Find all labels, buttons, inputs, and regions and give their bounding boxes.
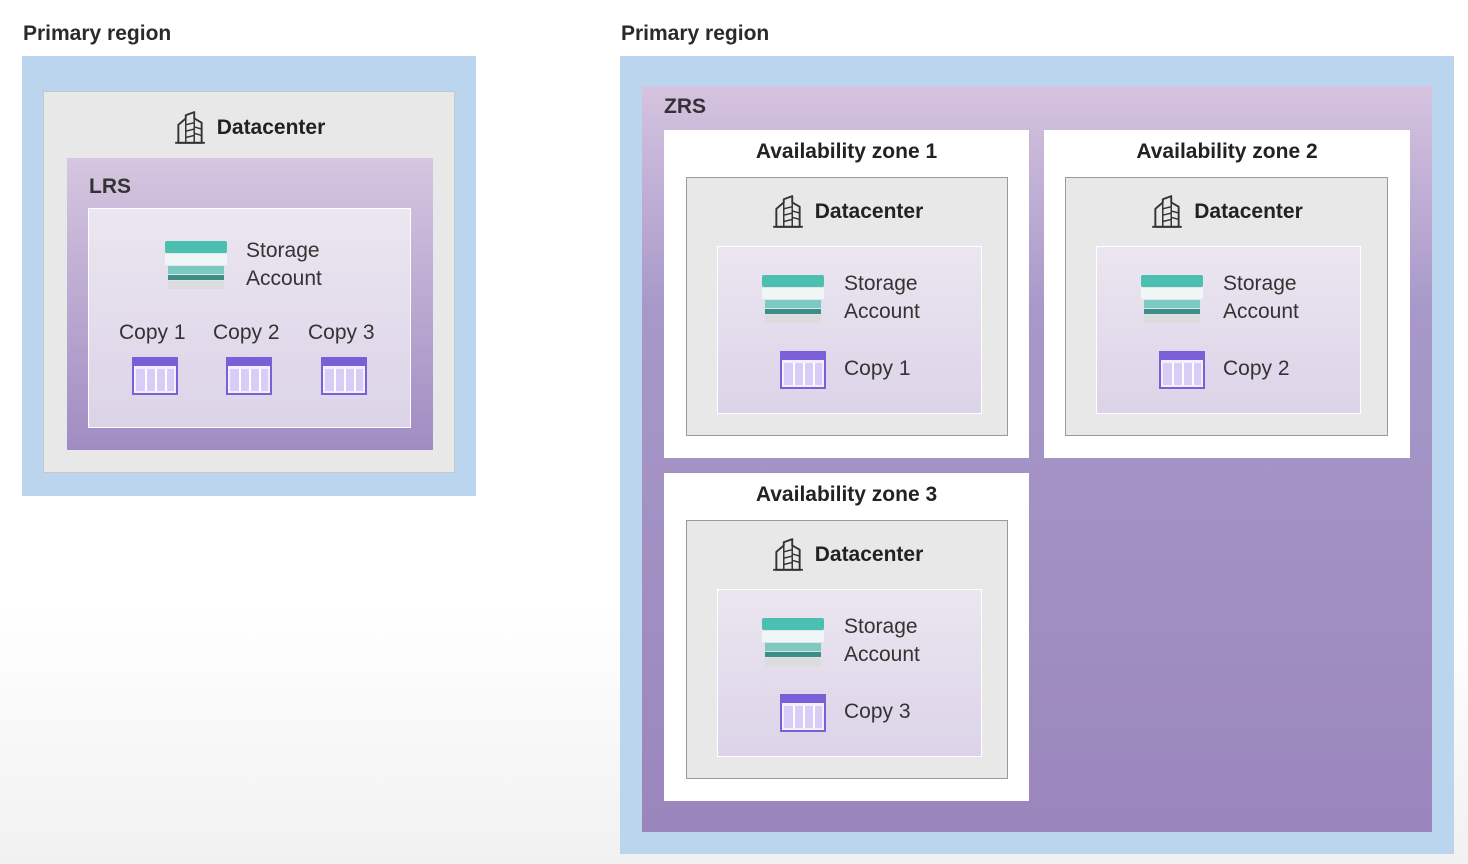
zrs-tier: ZRS Availability zone 1 Datacenter Stora… [642,86,1432,832]
storage-label-line2: Account [1223,300,1299,323]
copy-label: Copy 2 [1223,357,1290,380]
lrs-datacenter-label: Datacenter [216,116,326,139]
storage-label-line1: Storage [246,239,320,262]
lrs-datacenter-header: Datacenter [44,108,454,148]
zone-title: Availability zone 1 [755,140,938,163]
table-copy-icon [780,694,826,732]
lrs-datacenter: Datacenter LRS Storage Account Copy 1 Co… [43,91,455,473]
availability-zone-3: Availability zone 3 Datacenter Storage A… [664,473,1029,801]
datacenter-header: Datacenter [687,535,1007,575]
datacenter-icon [771,194,805,230]
storage-account-icon [761,618,825,668]
lrs-storage-panel: Storage Account Copy 1 Copy 2 Copy 3 [88,208,411,428]
datacenter: Datacenter Storage Account Copy 1 [686,177,1008,436]
zrs-primary-region: ZRS Availability zone 1 Datacenter Stora… [620,56,1454,854]
lrs-primary-region: Datacenter LRS Storage Account Copy 1 Co… [22,56,476,496]
lrs-copy-2-label: Copy 2 [213,321,280,344]
storage-account-icon [164,241,228,291]
datacenter-icon [1150,194,1184,230]
storage-label: Storage Account [844,613,920,669]
datacenter: Datacenter Storage Account Copy 3 [686,520,1008,779]
zone-title: Availability zone 3 [755,483,938,506]
table-copy-icon [780,351,826,389]
datacenter-label: Datacenter [1194,200,1303,223]
storage-label-line1: Storage [844,615,918,638]
datacenter-icon [173,110,207,146]
datacenter-label: Datacenter [814,543,924,566]
availability-zone-1: Availability zone 1 Datacenter Storage A… [664,130,1029,458]
lrs-tier: LRS Storage Account Copy 1 Copy 2 Copy 3 [67,158,433,450]
availability-zone-2: Availability zone 2 Datacenter Storage A… [1044,130,1410,458]
lrs-copy-3-label: Copy 3 [308,321,375,344]
datacenter-icon [771,537,805,573]
lrs-storage-label: Storage Account [246,237,322,293]
storage-label: Storage Account [1223,270,1299,326]
datacenter-label: Datacenter [814,200,924,223]
table-copy-icon [132,357,178,395]
zone-title: Availability zone 2 [1136,140,1318,163]
storage-label-line2: Account [844,300,920,323]
table-copy-icon [1159,351,1205,389]
table-copy-icon [226,357,272,395]
lrs-copy-1-label: Copy 1 [119,321,186,344]
datacenter-header: Datacenter [687,192,1007,232]
storage-label-line2: Account [246,267,322,290]
lrs-tier-label: LRS [89,175,131,198]
zrs-region-title: Primary region [621,22,770,45]
storage-label-line1: Storage [1223,272,1297,295]
table-copy-icon [321,357,367,395]
storage-label-line2: Account [844,643,920,666]
zrs-tier-label: ZRS [664,95,706,118]
storage-account-icon [761,275,825,325]
datacenter-header: Datacenter [1066,192,1387,232]
storage-panel: Storage Account Copy 1 [717,246,982,414]
copy-label: Copy 3 [844,700,911,723]
lrs-region-title: Primary region [23,22,172,45]
storage-panel: Storage Account Copy 3 [717,589,982,757]
storage-panel: Storage Account Copy 2 [1096,246,1361,414]
copy-label: Copy 1 [844,357,911,380]
storage-account-icon [1140,275,1204,325]
storage-label-line1: Storage [844,272,918,295]
datacenter: Datacenter Storage Account Copy 2 [1065,177,1388,436]
storage-label: Storage Account [844,270,920,326]
